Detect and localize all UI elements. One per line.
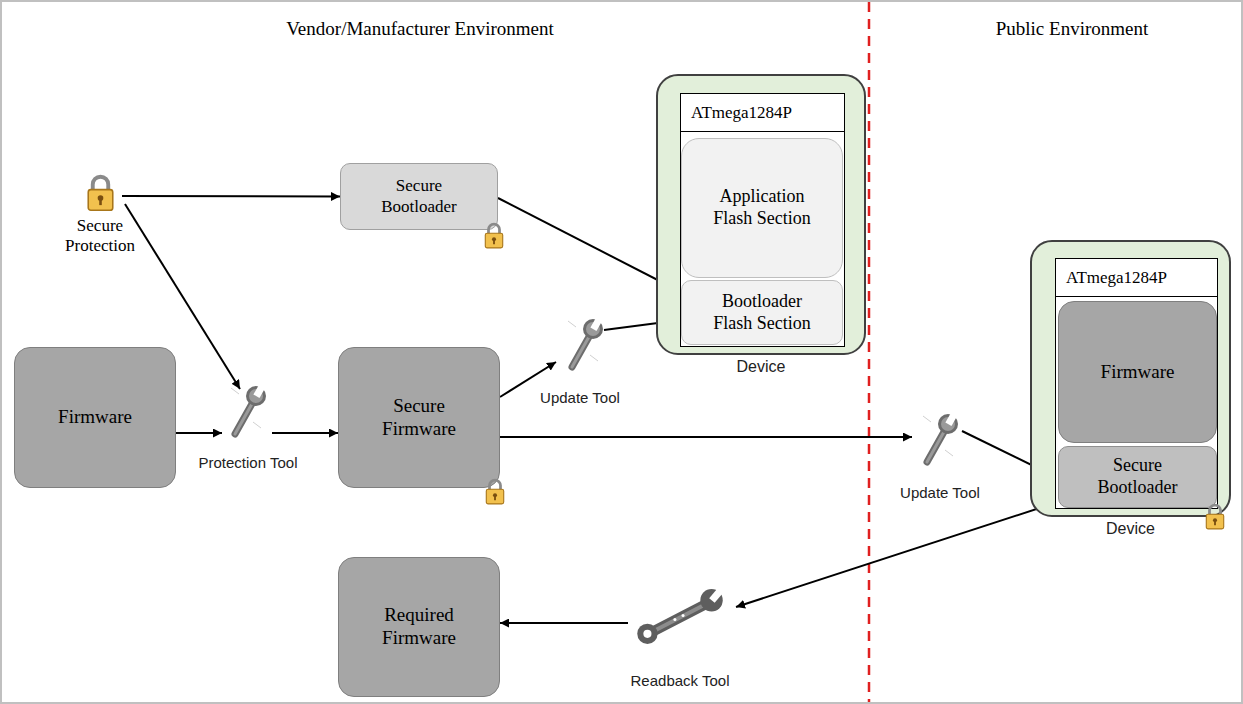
lock-icon bbox=[88, 177, 113, 211]
flash-section: Bootloader Flash Section bbox=[681, 280, 843, 345]
chip-name: ATmega1284P bbox=[681, 94, 844, 132]
box-label: Secure Firmware bbox=[369, 395, 469, 441]
protection-icon: Secure Protection bbox=[45, 172, 155, 260]
flow-arrow bbox=[500, 622, 628, 624]
flow-arrow bbox=[736, 502, 1058, 607]
firmware-box: Firmware bbox=[1058, 301, 1217, 443]
tool-label: Secure Protection bbox=[45, 216, 155, 257]
readback-icon bbox=[637, 587, 724, 644]
tool-node: Readback Tool bbox=[620, 585, 740, 689]
flow-arrow bbox=[176, 432, 222, 434]
device-housing: DeviceATmega1284PFirmwareSecure Bootload… bbox=[1030, 240, 1231, 517]
flow-arrow bbox=[122, 195, 340, 198]
flow-arrow bbox=[500, 436, 912, 438]
chip-box: ATmega1284P Application Flash SectionBoot… bbox=[680, 93, 845, 347]
tool-label: Update Tool bbox=[530, 389, 630, 406]
tool-label: Protection Tool bbox=[188, 454, 308, 471]
tool-icon bbox=[231, 384, 266, 434]
tool-label: Update Tool bbox=[890, 484, 990, 501]
chip-box: ATmega1284P FirmwareSecure Bootloader bbox=[1055, 258, 1218, 509]
firmware-box: Required Firmware bbox=[338, 557, 500, 697]
chip-name: ATmega1284P bbox=[1056, 259, 1217, 297]
bootloader-box: Secure Bootloader bbox=[340, 163, 498, 230]
box-label: Bootloader Flash Section bbox=[706, 291, 818, 334]
box-label: Required Firmware bbox=[369, 604, 469, 650]
box-label: Firmware bbox=[58, 406, 132, 429]
device-housing: DeviceATmega1284PApplication Flash Secti… bbox=[656, 74, 866, 355]
firmware-box: Secure Firmware bbox=[338, 347, 500, 488]
tool-label: Readback Tool bbox=[620, 672, 740, 689]
environment-divider bbox=[868, 2, 871, 702]
device-label: Device bbox=[1032, 520, 1229, 538]
bootloader-box: Secure Bootloader bbox=[1058, 446, 1217, 508]
tool-icon bbox=[568, 317, 603, 367]
device-label: Device bbox=[658, 358, 864, 376]
flow-arrow bbox=[272, 432, 338, 434]
box-label: Secure Bootloader bbox=[363, 176, 475, 217]
flash-section: Application Flash Section bbox=[681, 138, 843, 278]
box-label: Application Flash Section bbox=[706, 186, 818, 229]
flow-arrow bbox=[498, 198, 681, 292]
tool-node: Update Tool bbox=[890, 411, 990, 501]
firmware-box: Firmware bbox=[14, 347, 176, 488]
region-label: Public Environment bbox=[996, 18, 1149, 40]
region-label: Vendor/Manufacturer Environment bbox=[286, 18, 554, 40]
tool-node: Update Tool bbox=[530, 316, 630, 406]
tool-icon bbox=[923, 412, 958, 462]
tool-node: Protection Tool bbox=[188, 383, 308, 471]
box-label: Firmware bbox=[1101, 361, 1175, 384]
box-label: Secure Bootloader bbox=[1089, 455, 1186, 498]
